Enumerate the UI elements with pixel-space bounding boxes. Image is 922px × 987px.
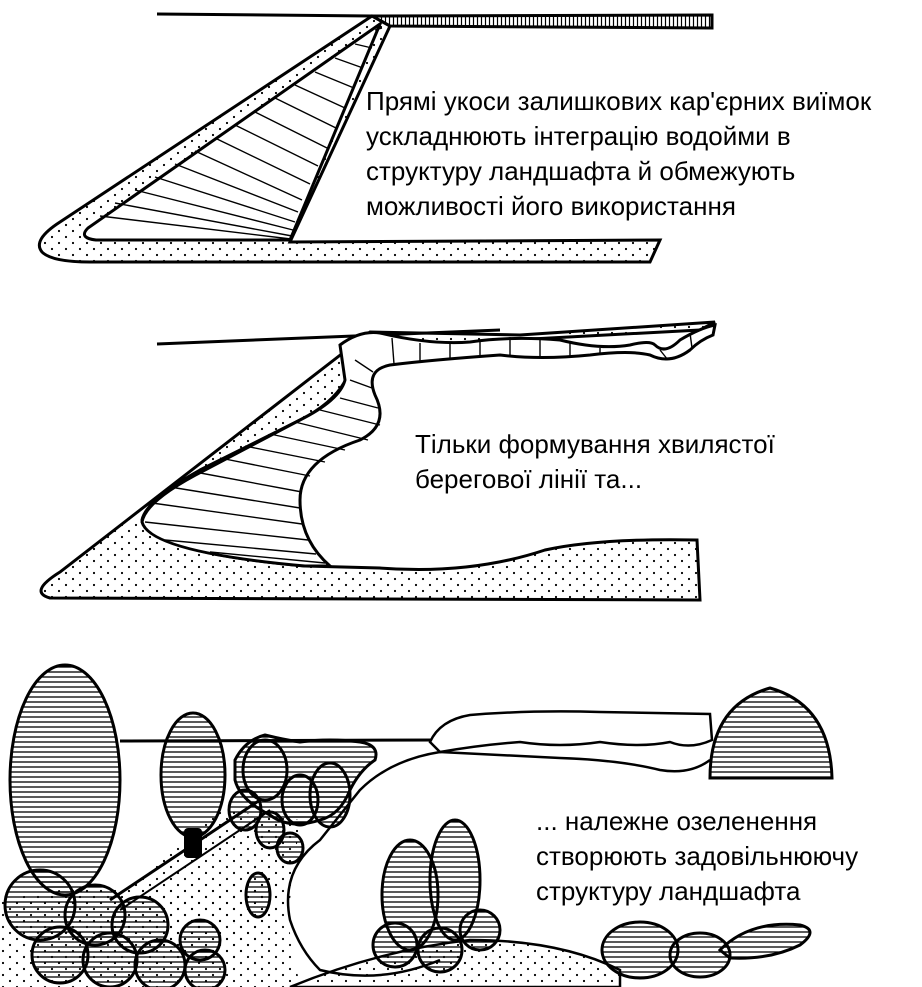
caption-line: ускладнюють інтеграцію водойми в bbox=[366, 119, 871, 154]
top-bank-strip bbox=[372, 15, 712, 28]
dome-tree-right bbox=[710, 688, 832, 778]
caption-line: ... належне озеленення bbox=[536, 804, 858, 839]
caption-line: структуру ландшафта bbox=[536, 874, 858, 909]
caption-line: можливості його використання bbox=[366, 189, 871, 224]
caption-line: Тільки формування хвилястої bbox=[415, 427, 775, 462]
tall-tree-left bbox=[10, 665, 120, 895]
far-bank bbox=[430, 711, 712, 752]
caption-line: берегової лінії та... bbox=[415, 462, 775, 497]
caption-line: створюють задовільнюючу bbox=[536, 839, 858, 874]
center-hill bbox=[290, 940, 620, 987]
hatched-slope bbox=[84, 24, 380, 240]
caption-landscaped-shore: ... належне озеленення створюють задовіл… bbox=[536, 804, 858, 909]
caption-straight-slopes: Прямі укоси залишкових кар'єрних виїмок … bbox=[366, 84, 871, 224]
ground-line-top bbox=[157, 14, 372, 16]
tree-mid bbox=[161, 713, 225, 837]
caption-wavy-shoreline: Тільки формування хвилястої берегової лі… bbox=[415, 427, 775, 497]
bushes-right bbox=[602, 922, 810, 978]
caption-line: Прямі укоси залишкових кар'єрних виїмок bbox=[366, 84, 871, 119]
caption-line: структуру ландшафта й обмежують bbox=[366, 154, 871, 189]
